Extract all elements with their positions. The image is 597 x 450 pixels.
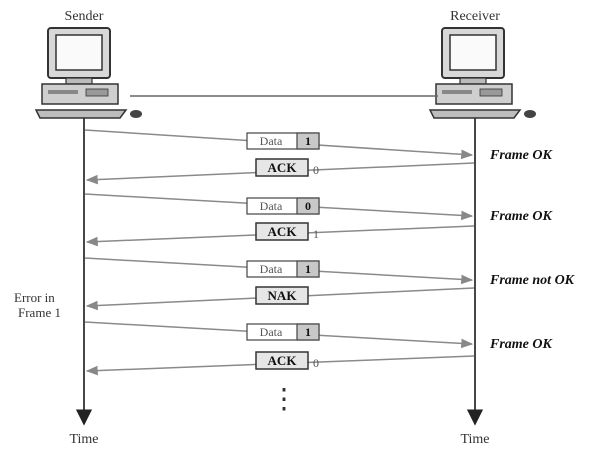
reply-number: 0 [313, 163, 319, 177]
data-frame-label: Data [260, 199, 283, 213]
reply-box [255, 158, 309, 177]
computer-icon [428, 27, 536, 119]
frame-number-cell [296, 260, 320, 278]
frame-number-cell [296, 197, 320, 215]
reply-box [255, 222, 309, 241]
error-note-line1: Error in [14, 290, 55, 305]
reply-label: ACK [268, 160, 298, 175]
receiver-status: Frame OK [489, 209, 554, 224]
error-note-line2: Frame 1 [18, 305, 61, 320]
reply-number: 1 [313, 227, 319, 241]
frame-number: 0 [305, 199, 311, 213]
receiver-status: Frame OK [489, 337, 554, 352]
receiver-label: Receiver [450, 9, 500, 24]
receiver-status: Frame OK [489, 148, 554, 163]
frame-number: 1 [305, 262, 311, 276]
frame-number-cell [296, 323, 320, 341]
data-frame-label: Data [260, 325, 283, 339]
reply-label: ACK [268, 353, 298, 368]
frame-number: 1 [305, 134, 311, 148]
computer-icon [34, 27, 142, 119]
continuation-dots: ⋮ [270, 384, 298, 415]
time-label-right: Time [460, 432, 489, 447]
sender-label: Sender [65, 9, 104, 24]
time-label-left: Time [69, 432, 98, 447]
frame-number-cell [296, 132, 320, 150]
reply-box [255, 286, 309, 305]
reply-number: 0 [313, 356, 319, 370]
reply-box [255, 351, 309, 370]
reply-label: ACK [268, 224, 298, 239]
data-frame-label: Data [260, 134, 283, 148]
reply-label: NAK [268, 288, 298, 303]
receiver-status: Frame not OK [489, 273, 576, 288]
frame-number: 1 [305, 325, 311, 339]
data-frame-label: Data [260, 262, 283, 276]
